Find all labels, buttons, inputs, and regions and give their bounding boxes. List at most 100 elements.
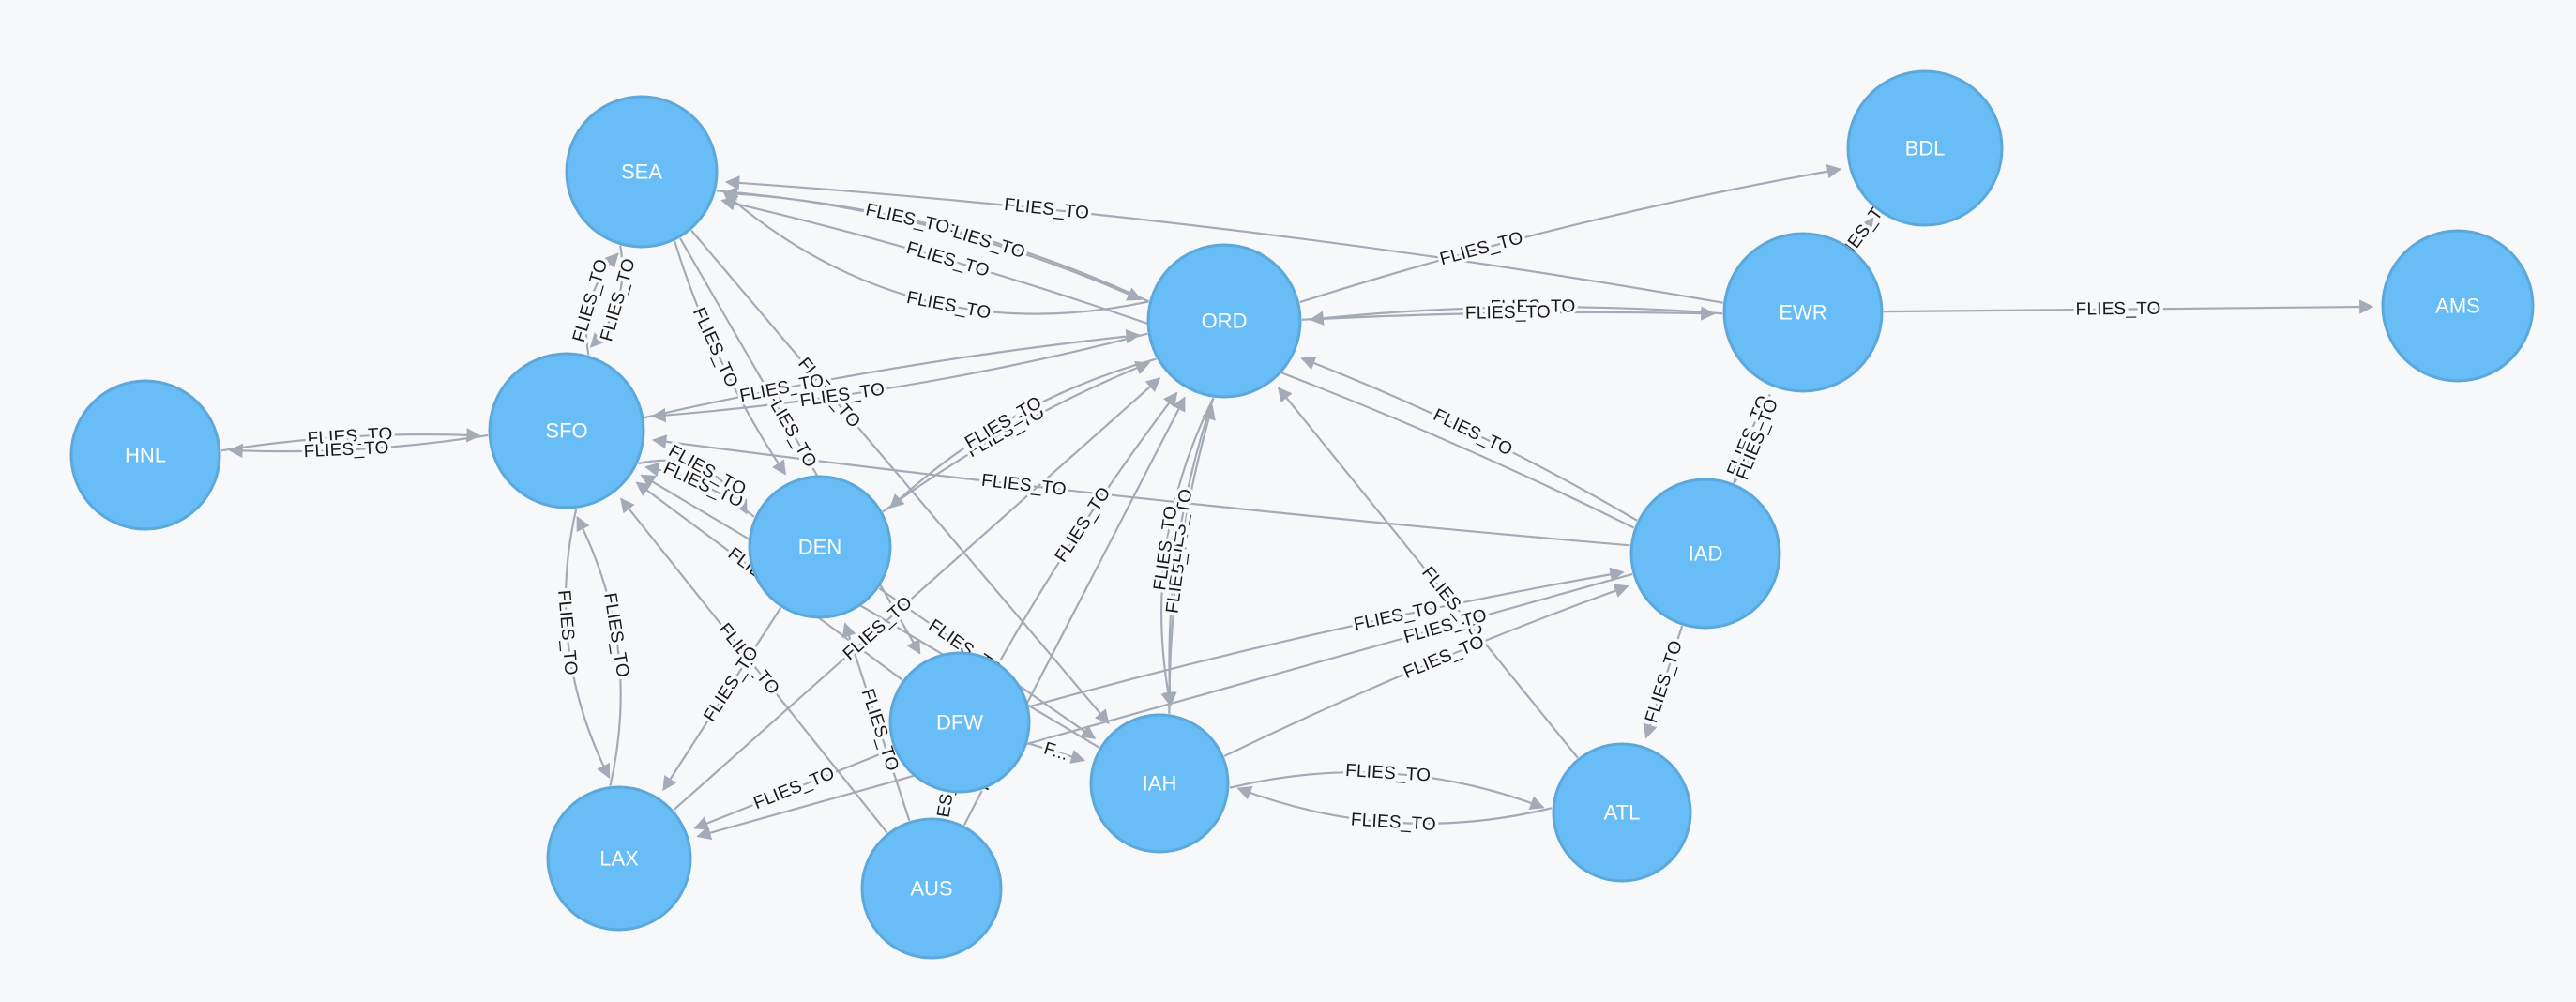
graph-edge[interactable] xyxy=(696,572,1633,841)
graph-edge[interactable] xyxy=(1643,625,1684,739)
graph-edge[interactable] xyxy=(679,237,921,655)
graph-edge[interactable] xyxy=(638,459,748,515)
graph-node-iad[interactable]: IAD xyxy=(1629,478,1781,630)
graph-edge[interactable] xyxy=(939,792,955,812)
graph-edge[interactable] xyxy=(1028,567,1625,708)
graph-edge[interactable] xyxy=(693,748,894,830)
graph-node-dfw[interactable]: DFW xyxy=(888,651,1031,794)
node-circle[interactable] xyxy=(748,475,892,619)
edge-label-text: FLIES_TO xyxy=(700,643,763,725)
graph-edge[interactable] xyxy=(690,229,1110,725)
edge-label-text: FLIES_TO xyxy=(553,589,581,676)
node-circle[interactable] xyxy=(565,95,719,249)
node-circle[interactable] xyxy=(1722,232,1884,393)
graph-edge[interactable] xyxy=(620,497,888,834)
graph-edge[interactable] xyxy=(662,607,782,792)
edge-label-text: FLIES_TO xyxy=(1490,296,1575,317)
edge-label[interactable]: F...F... xyxy=(1038,736,1074,768)
graph-edge[interactable] xyxy=(644,328,1141,419)
node-circle[interactable] xyxy=(888,651,1031,794)
graph-edge[interactable] xyxy=(1236,786,1553,825)
edge-label-text: FLIES_TO xyxy=(905,288,993,324)
graph-edge[interactable] xyxy=(1300,356,1638,522)
svg-text:FLIES_TO: FLIES_TO xyxy=(1490,296,1575,317)
edge-label-text: FLIES_TO xyxy=(2075,299,2160,320)
node-circle[interactable] xyxy=(546,785,692,932)
graph-node-hnl[interactable]: HNL xyxy=(69,379,221,531)
graph-node-sea[interactable]: SEA xyxy=(565,95,719,249)
node-circle[interactable] xyxy=(1089,713,1230,854)
graph-node-iah[interactable]: IAH xyxy=(1089,713,1230,854)
graph-edge[interactable] xyxy=(674,240,787,476)
graph-node-aus[interactable]: AUS xyxy=(860,817,1003,960)
graph-edge[interactable] xyxy=(1162,397,1215,707)
graph-edge[interactable] xyxy=(1301,306,1716,321)
graph-edge[interactable] xyxy=(1850,217,1874,249)
graph-edge[interactable] xyxy=(1223,584,1629,757)
node-circle[interactable] xyxy=(69,379,221,531)
graph-edge[interactable] xyxy=(997,391,1178,664)
graph-node-den[interactable]: DEN xyxy=(748,475,892,619)
graph-node-sfo[interactable]: SFO xyxy=(488,352,645,509)
graph-edge[interactable] xyxy=(1733,393,1775,484)
graph-edge[interactable] xyxy=(841,622,911,822)
node-circle[interactable] xyxy=(1146,243,1302,399)
graph-node-ams[interactable]: AMS xyxy=(2381,229,2535,383)
graph-edge[interactable] xyxy=(651,434,1630,547)
graph-edge[interactable] xyxy=(888,357,1157,509)
edge-label-text: FLIES_TO xyxy=(1642,638,1687,725)
graph-edge[interactable] xyxy=(1027,742,1086,764)
node-circle[interactable] xyxy=(860,817,1003,960)
node-circle[interactable] xyxy=(2381,229,2535,383)
graph-edge[interactable] xyxy=(1883,299,2374,314)
node-circle[interactable] xyxy=(1552,742,1692,883)
graph-edge[interactable] xyxy=(882,361,1151,513)
graph-edge[interactable] xyxy=(1229,771,1545,810)
graph-edge[interactable] xyxy=(576,515,622,786)
graph-node-ord[interactable]: ORD xyxy=(1146,243,1302,399)
graph-edge[interactable] xyxy=(1299,164,1842,304)
graph-node-ewr[interactable]: EWR xyxy=(1722,232,1884,393)
graph-node-lax[interactable]: LAX xyxy=(546,785,692,932)
graph-edge[interactable] xyxy=(1277,387,1579,759)
graph-node-bdl[interactable]: BDL xyxy=(1846,69,2004,227)
graph-edge[interactable] xyxy=(220,428,481,452)
graph-edge[interactable] xyxy=(724,175,1723,304)
graph-edge[interactable] xyxy=(1160,397,1215,707)
graph-edge[interactable] xyxy=(722,191,1149,315)
graph-edge[interactable] xyxy=(589,245,624,348)
graph-edge[interactable] xyxy=(228,433,489,459)
nodes-layer[interactable]: SEA BDL AMS EWR ORD SFO HNL IAD DEN DFW IAH ATL LAX A… xyxy=(69,69,2535,960)
graph-edge[interactable] xyxy=(640,474,1100,749)
graph-edge[interactable] xyxy=(673,377,1161,812)
edge-label-text: FLIES_TO xyxy=(980,471,1068,500)
graph-node-atl[interactable]: ATL xyxy=(1552,742,1692,883)
graph-edge[interactable] xyxy=(585,252,619,356)
graph-edge[interactable] xyxy=(722,186,1150,303)
node-circle[interactable] xyxy=(488,352,645,509)
graph-edge[interactable] xyxy=(564,509,611,780)
node-circle[interactable] xyxy=(1629,478,1781,630)
node-circle[interactable] xyxy=(1846,69,2004,227)
graph-edge[interactable] xyxy=(651,332,1148,423)
graph-edge[interactable] xyxy=(1309,306,1723,326)
